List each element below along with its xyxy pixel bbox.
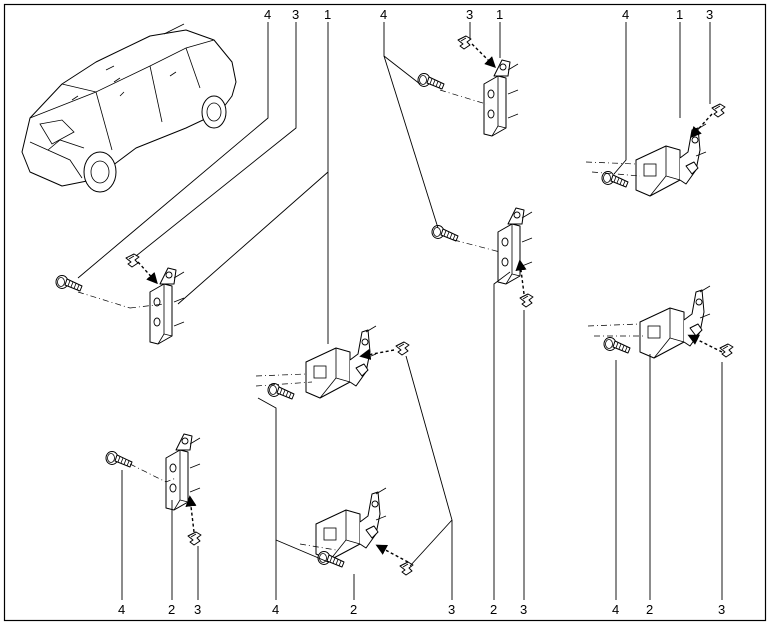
label-top-7: 4 <box>622 7 629 22</box>
label-bottom-4: 4 <box>272 602 279 617</box>
hinge-center-upper <box>255 325 410 400</box>
label-bottom-9: 4 <box>612 602 619 617</box>
hinge-top-right <box>585 103 726 197</box>
label-top-4: 4 <box>380 7 387 22</box>
hinge-center-lower <box>299 487 414 576</box>
label-bottom-1: 4 <box>118 602 125 617</box>
label-bottom-11: 3 <box>718 602 725 617</box>
hinge-top-center <box>417 35 519 137</box>
hinge-right-middle <box>587 285 734 359</box>
label-top-2: 3 <box>292 7 299 22</box>
label-bottom-2: 2 <box>168 602 175 617</box>
label-bottom-7: 2 <box>490 602 497 617</box>
diagram-frame <box>3 3 767 622</box>
hinge-left-middle <box>55 253 185 345</box>
label-bottom-5: 2 <box>350 602 357 617</box>
car-illustration <box>21 23 237 193</box>
label-top-3: 1 <box>324 7 331 22</box>
top-labels: 4 3 1 4 3 1 4 1 3 <box>264 7 713 22</box>
leader-lines <box>77 22 723 600</box>
label-top-6: 1 <box>496 7 503 22</box>
label-top-9: 3 <box>706 7 713 22</box>
label-top-5: 3 <box>466 7 473 22</box>
label-bottom-8: 3 <box>520 602 527 617</box>
label-bottom-3: 3 <box>194 602 201 617</box>
hinge-lower-left <box>105 433 202 546</box>
label-top-1: 4 <box>264 7 271 22</box>
label-bottom-10: 2 <box>646 602 653 617</box>
label-top-8: 1 <box>676 7 683 22</box>
hinge-middle-right <box>431 207 534 308</box>
label-bottom-6: 3 <box>448 602 455 617</box>
bottom-labels: 4 2 3 4 2 3 2 3 4 2 3 <box>118 602 725 617</box>
